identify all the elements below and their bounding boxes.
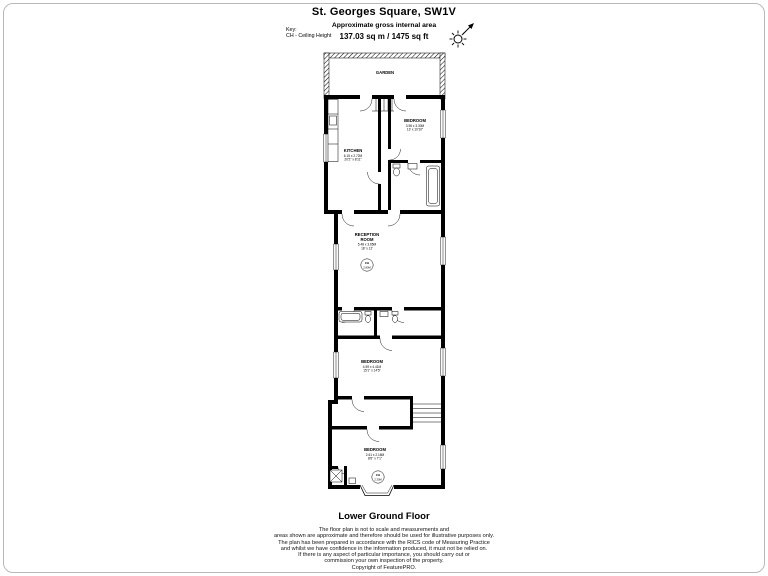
room-dim-metric-bedroom-top: 3.96 x 3.30M bbox=[406, 124, 425, 128]
floor-label: Lower Ground Floor bbox=[338, 511, 430, 522]
bay-window bbox=[359, 484, 395, 496]
ch-label: CH bbox=[376, 473, 380, 477]
page-title: St. Georges Square, SW1V bbox=[311, 6, 457, 18]
room-label-reception-2: ROOM bbox=[360, 237, 374, 242]
disclaimer-line: commission your own inspection of the pr… bbox=[324, 558, 444, 565]
toilet-tank bbox=[391, 311, 399, 316]
sun-direction-icon bbox=[449, 23, 474, 48]
page-subtitle: Approximate gross internal area bbox=[331, 22, 437, 29]
room-dim-imperial-bedroom-top: 13' x 10'10" bbox=[407, 128, 423, 132]
kitchen-counter bbox=[327, 99, 339, 162]
toilet bbox=[392, 315, 398, 323]
room-dim-imperial-kitchen: 20'2" x 8'11" bbox=[344, 158, 361, 162]
room-dim-imperial-bedroom-bottom: 8'6" x 7'1" bbox=[368, 457, 382, 461]
room-label-kitchen: KITCHEN bbox=[344, 148, 363, 153]
key: Key: CH - Ceiling Height bbox=[286, 27, 331, 39]
room-dim-imperial-bedroom-middle: 15'1" x 14'5" bbox=[363, 369, 380, 373]
disclaimer-line: The floor plan is not to scale and measu… bbox=[318, 527, 450, 533]
stairs bbox=[372, 99, 441, 423]
room-dim-metric-reception: 5.48 x 3.65M bbox=[358, 243, 377, 247]
floorplan: GARDEN BEDROOM 3.96 x 3.30M 13' x 10'10"… bbox=[323, 52, 446, 496]
disclaimer-line: If there is any aspect of particular imp… bbox=[298, 552, 470, 559]
ch-badge-reception: CH 2.80M bbox=[360, 258, 374, 272]
ch-value: 2.30M bbox=[374, 477, 381, 481]
disclaimer-line: The plan has been prepared in accordance… bbox=[278, 539, 490, 546]
garden-walls bbox=[323, 52, 446, 100]
disclaimer-line: and whilst we have confidence in the inf… bbox=[280, 545, 488, 552]
room-dim-metric-bedroom-middle: 4.59 x 4.41M bbox=[363, 365, 382, 369]
disclaimer-line: Copyright of FeaturePRO. bbox=[351, 564, 417, 571]
sink bbox=[407, 163, 418, 170]
ch-value: 2.80M bbox=[363, 265, 370, 269]
toilet-tank bbox=[392, 163, 401, 169]
toilet-tank bbox=[364, 311, 372, 316]
windows bbox=[323, 109, 446, 470]
toilet bbox=[393, 167, 400, 177]
room-label-bedroom-top: BEDROOM bbox=[404, 118, 426, 123]
room-label-bedroom-middle: BEDROOM bbox=[361, 359, 383, 364]
kitchen-sink bbox=[329, 115, 337, 126]
walls bbox=[324, 95, 445, 489]
basin bbox=[348, 477, 356, 484]
ch-badge-bottom: CH 2.30M bbox=[371, 470, 385, 484]
area-text: 137.03 sq m / 1475 sq ft bbox=[339, 32, 429, 41]
room-dim-imperial-reception: 18' x 12' bbox=[361, 247, 373, 251]
garden-label: GARDEN bbox=[376, 70, 394, 75]
room-dim-metric-kitchen: 6.15 x 2.72M bbox=[344, 154, 363, 158]
disclaimer: The floor plan is not to scale and measu… bbox=[0, 527, 768, 571]
room-label-reception-1: RECEPTION bbox=[355, 232, 379, 237]
fixtures bbox=[327, 99, 440, 484]
disclaimer-line: areas shown are approximate and therefor… bbox=[273, 533, 495, 540]
ch-label: CH bbox=[365, 261, 369, 265]
toilet bbox=[365, 315, 371, 323]
key-label: Key: bbox=[286, 27, 297, 33]
room-label-bedroom-bottom: BEDROOM bbox=[364, 447, 386, 452]
room-dim-metric-bedroom-bottom: 2.61 x 2.16M bbox=[366, 453, 385, 457]
key-item: CH - Ceiling Height bbox=[286, 33, 332, 40]
page-border bbox=[3, 3, 765, 573]
sink bbox=[379, 311, 389, 317]
